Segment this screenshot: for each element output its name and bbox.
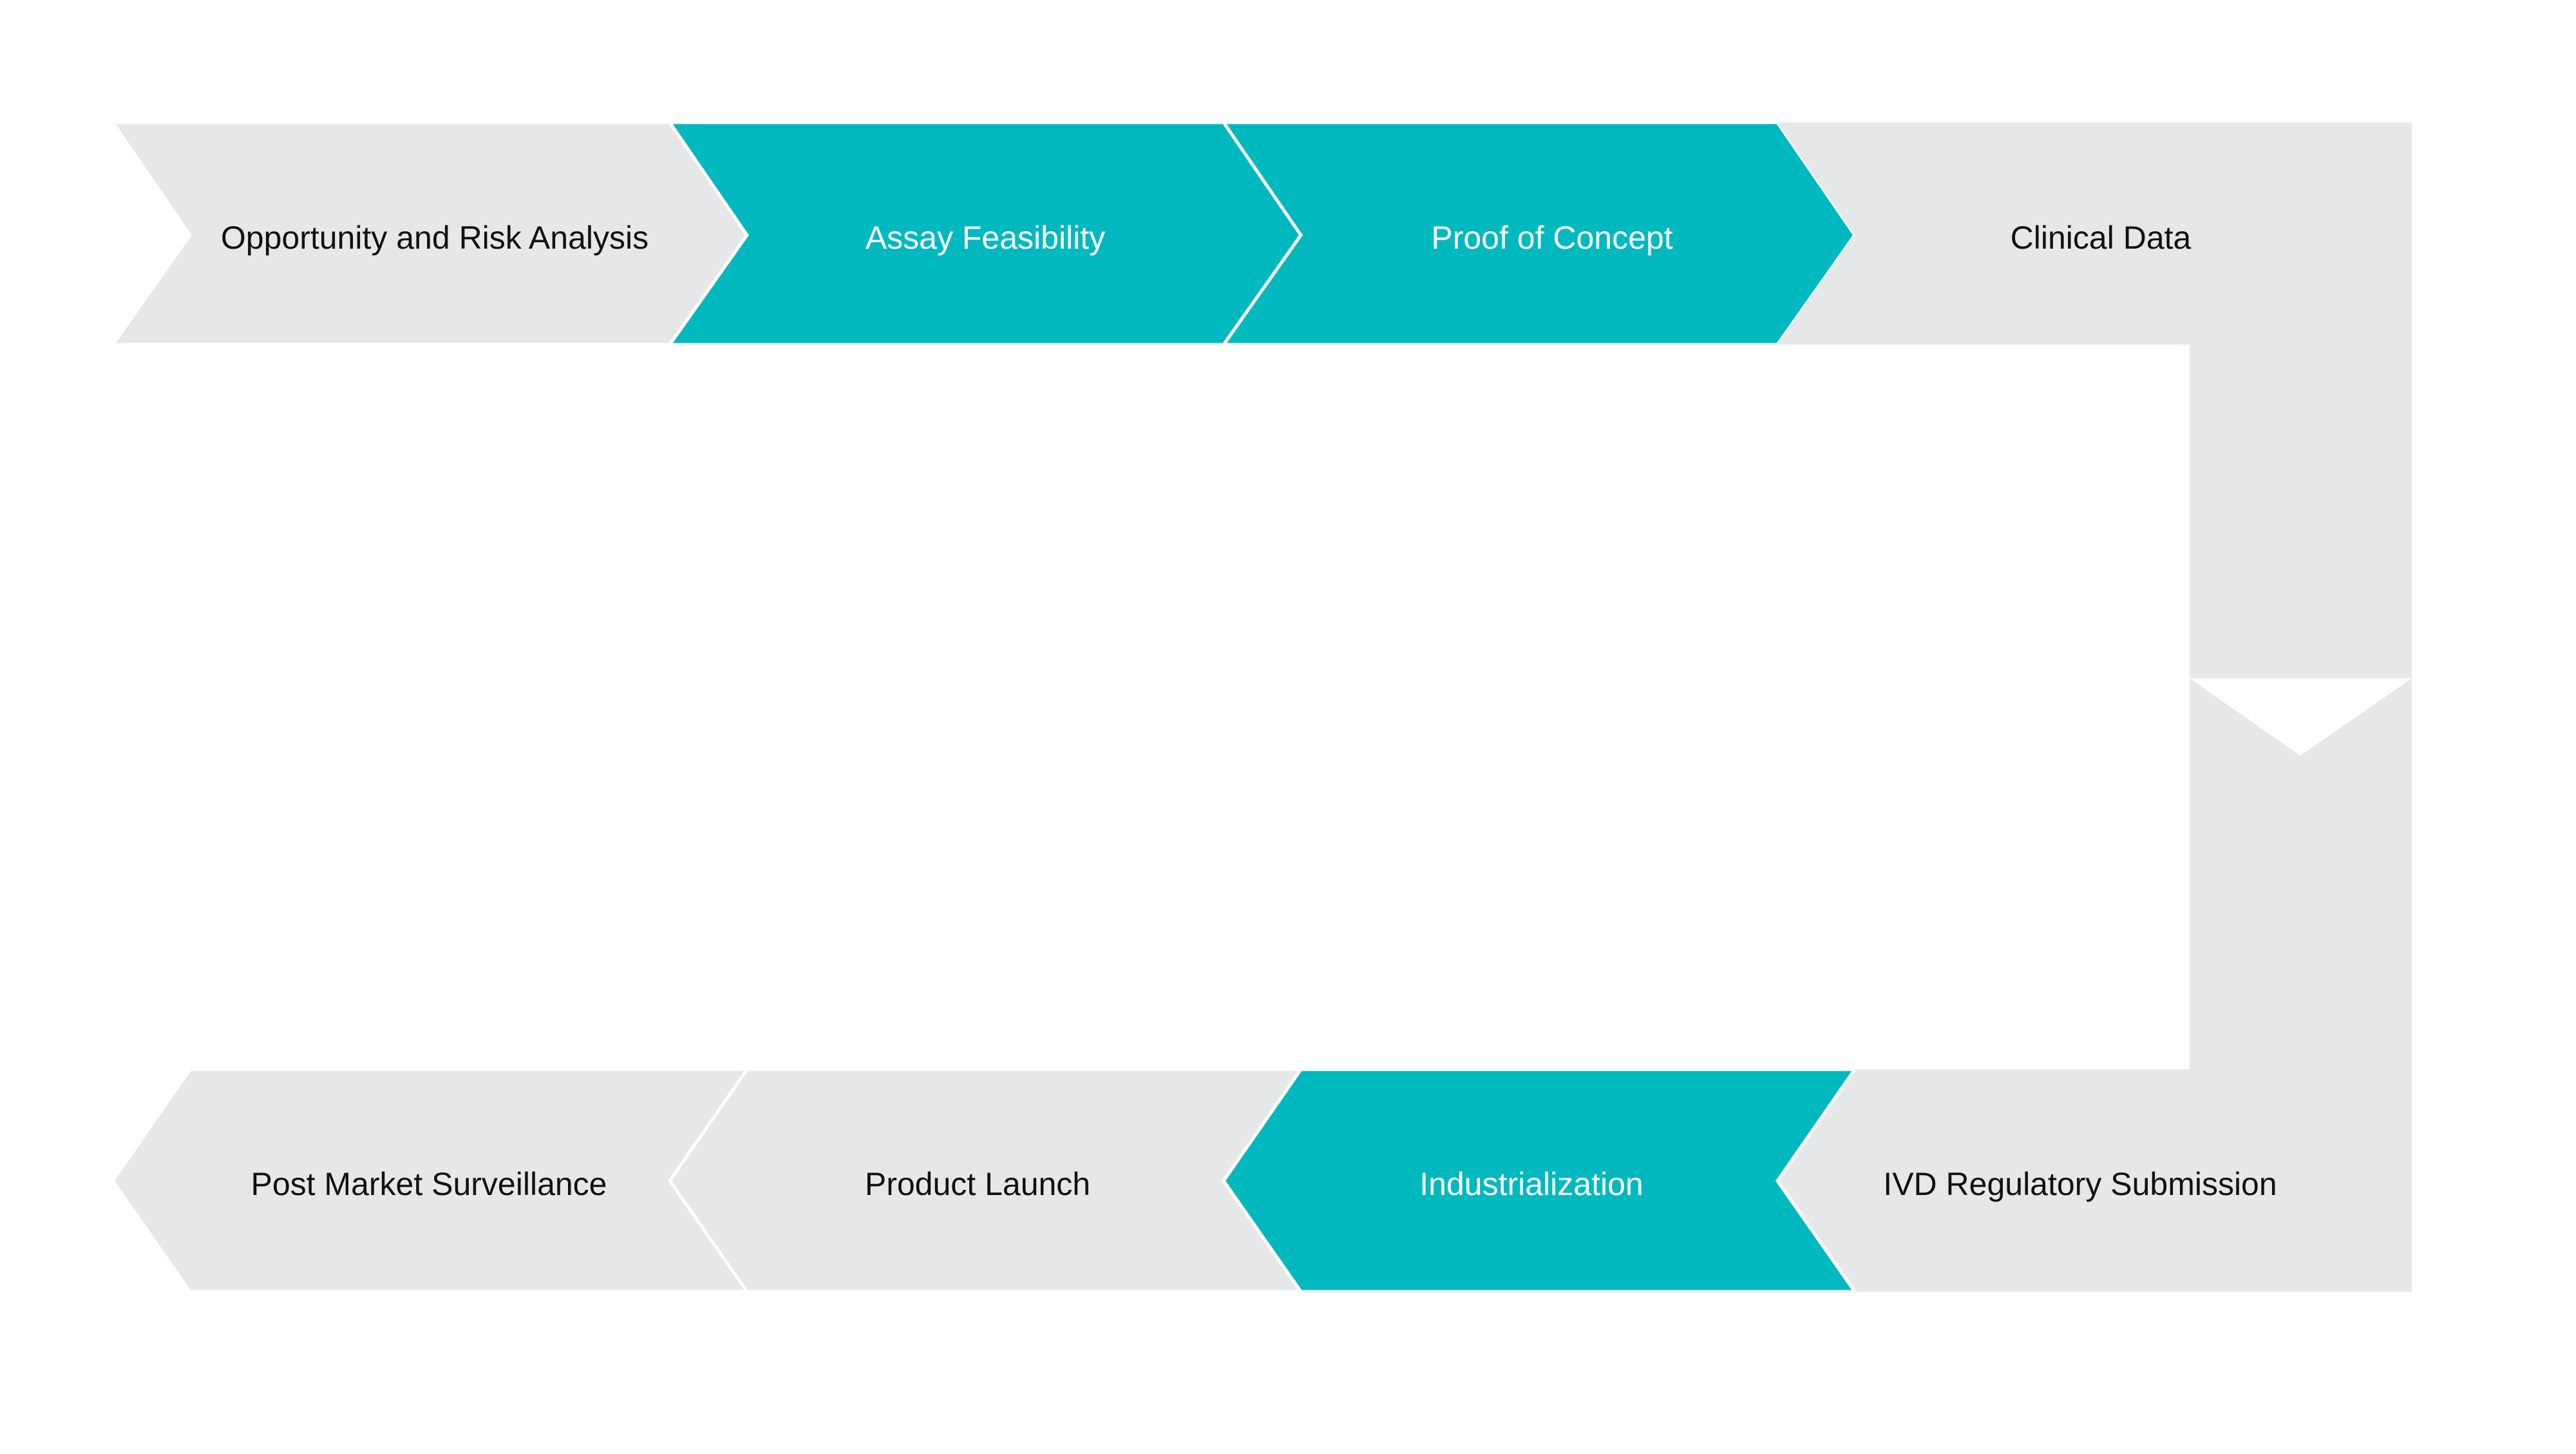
step-shape-ivd-regulatory-submission [1777, 1069, 2412, 1292]
step-shape-post-market-surveillance [110, 1067, 750, 1294]
step-label-product-launch: Product Launch [865, 1166, 1090, 1202]
step-label-assay-feasibility: Assay Feasibility [866, 220, 1105, 256]
step-label-clinical-data: Clinical Data [2011, 220, 2192, 256]
step-shape-clinical-data [1777, 122, 2412, 345]
step-label-ivd-regulatory-submission: IVD Regulatory Submission [1883, 1166, 2277, 1202]
step-label-opportunity-risk-analysis: Opportunity and Risk Analysis [221, 220, 649, 256]
step-label-proof-of-concept: Proof of Concept [1431, 220, 1672, 256]
step-label-post-market-surveillance: Post Market Surveillance [251, 1166, 607, 1202]
step-label-industrialization: Industrialization [1419, 1166, 1643, 1202]
connector-arrow [2190, 122, 2412, 1292]
